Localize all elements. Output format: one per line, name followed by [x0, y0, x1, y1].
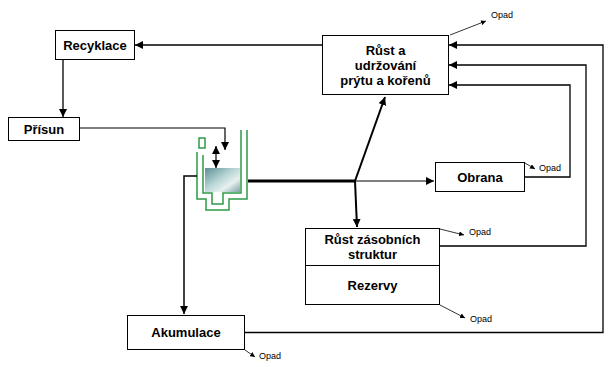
- box-label: Akumulace: [151, 325, 220, 340]
- process-box: Rezervy: [305, 265, 440, 305]
- vessel-inlet: [199, 138, 205, 148]
- process-box: Růst zásobních struktur: [305, 228, 440, 266]
- process-box: Akumulace: [127, 315, 245, 350]
- leader-line: [525, 163, 535, 169]
- box-label: Obrana: [457, 170, 503, 185]
- flow-arrow: [440, 65, 586, 246]
- process-box: Přísun: [8, 117, 80, 141]
- allocation-arrow: [355, 180, 434, 181]
- box-label: Růst zásobních struktur: [310, 232, 435, 262]
- allocation-arrow: [355, 97, 385, 181]
- note-label: Opad: [258, 351, 282, 362]
- note-label: Opad: [538, 163, 562, 174]
- leader-line: [245, 350, 255, 357]
- note-label: Opad: [469, 314, 493, 325]
- note-label: Opad: [490, 10, 514, 21]
- supply-line: [80, 128, 225, 150]
- box-label: Růst a udržování prýtu a kořenů: [339, 43, 433, 88]
- flow-arrow: [62, 60, 63, 117]
- box-label: Recyklace: [63, 38, 127, 53]
- exchange-arrow: [215, 146, 216, 168]
- box-label: Přísun: [24, 122, 64, 137]
- photo: [205, 168, 240, 192]
- accumulation-line: [184, 176, 197, 314]
- leader-line: [440, 229, 464, 235]
- note-label: Opad: [468, 227, 492, 238]
- process-box: Recyklace: [55, 30, 135, 60]
- process-box: Obrana: [435, 162, 525, 192]
- process-box: Růst a udržování prýtu a kořenů: [322, 35, 449, 95]
- flow-arrow: [135, 44, 322, 45]
- leader-line: [440, 305, 465, 318]
- allocation-arrow: [355, 181, 357, 227]
- vessel-inner: [203, 130, 241, 204]
- vessel-outer: [197, 130, 247, 210]
- box-label: Rezervy: [348, 278, 398, 293]
- leader-line: [450, 21, 486, 35]
- allocation-trunk: [248, 180, 355, 183]
